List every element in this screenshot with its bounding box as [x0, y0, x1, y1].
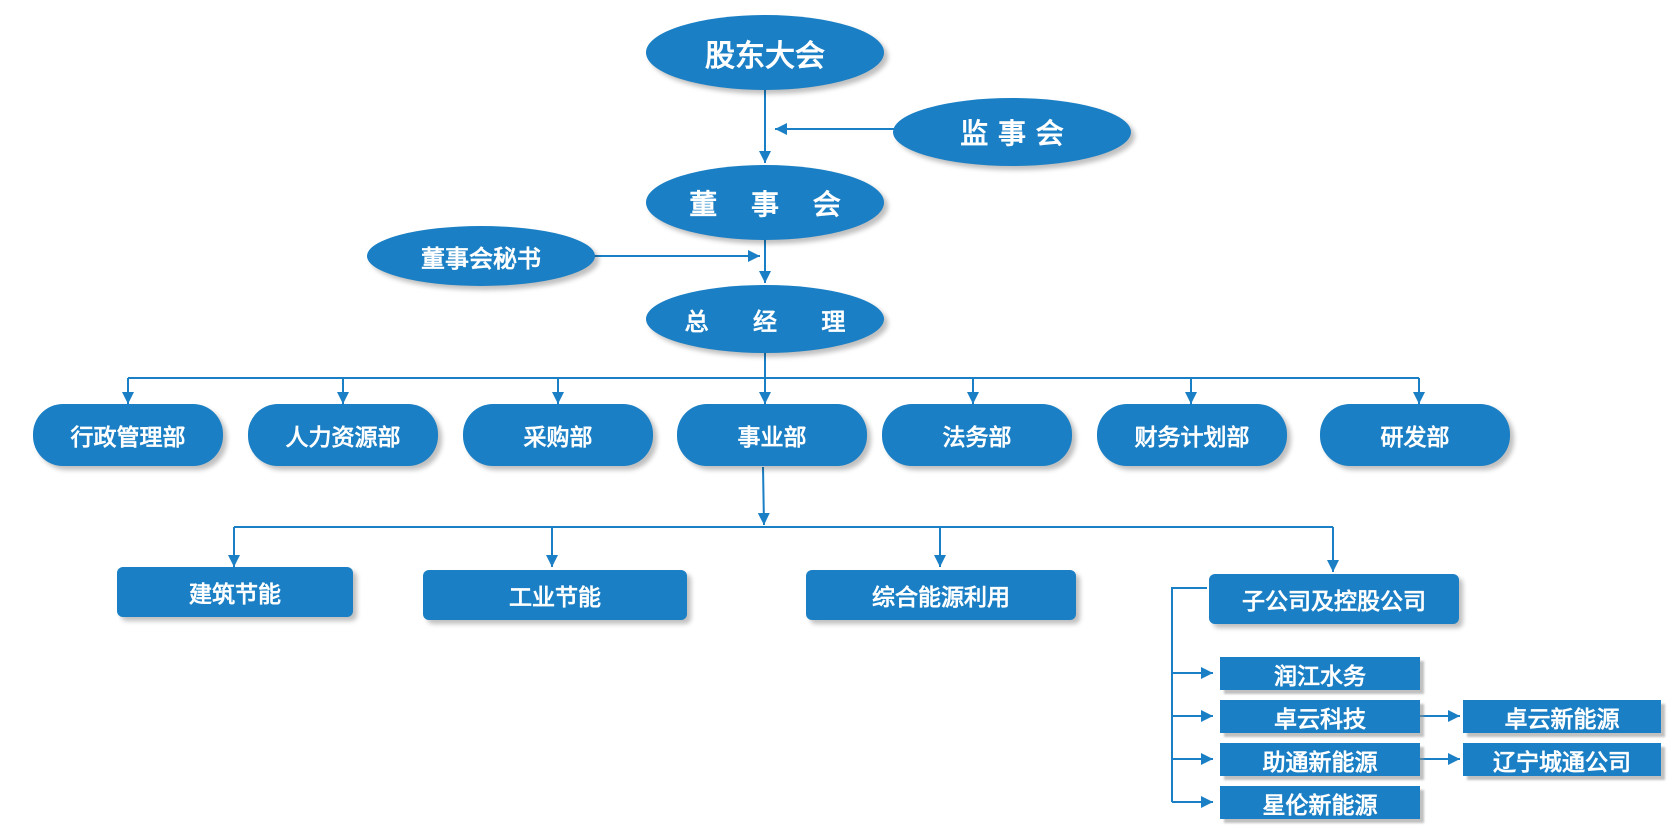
node-subsidiary-xinglun-energy: 星伦新能源	[1220, 786, 1420, 819]
node-board-secretary: 董事会秘书	[367, 226, 595, 286]
node-subsidiary-zhuoyun-tech: 卓云科技	[1220, 700, 1420, 733]
node-dept-finance: 财务计划部	[1097, 404, 1287, 466]
node-subsub-zhuoyun-energy: 卓云新能源	[1463, 700, 1661, 733]
node-shareholders-meeting: 股东大会	[646, 15, 884, 90]
node-general-manager: 总 经 理	[646, 285, 884, 353]
connector-division-bus	[757, 466, 770, 526]
node-board-of-directors: 董 事 会	[646, 165, 884, 240]
node-dept-rnd: 研发部	[1320, 404, 1510, 466]
node-unit-integrated-energy: 综合能源利用	[806, 570, 1076, 620]
node-unit-industrial-energy: 工业节能	[423, 570, 687, 620]
node-unit-building-energy: 建筑节能	[117, 567, 353, 617]
node-unit-subsidiaries: 子公司及控股公司	[1209, 574, 1459, 624]
node-supervisory-board: 监 事 会	[893, 98, 1131, 166]
node-dept-business-division: 事业部	[677, 404, 867, 466]
node-dept-procurement: 采购部	[463, 404, 653, 466]
node-dept-hr: 人力资源部	[248, 404, 438, 466]
node-dept-admin: 行政管理部	[33, 404, 223, 466]
node-subsub-liaoning-chengtong: 辽宁城通公司	[1463, 743, 1661, 776]
node-dept-legal: 法务部	[882, 404, 1072, 466]
node-subsidiary-zhutong-energy: 助通新能源	[1220, 743, 1420, 776]
subsidiary-bracket	[1171, 587, 1207, 802]
node-subsidiary-runjiang-water: 润江水务	[1220, 657, 1420, 690]
